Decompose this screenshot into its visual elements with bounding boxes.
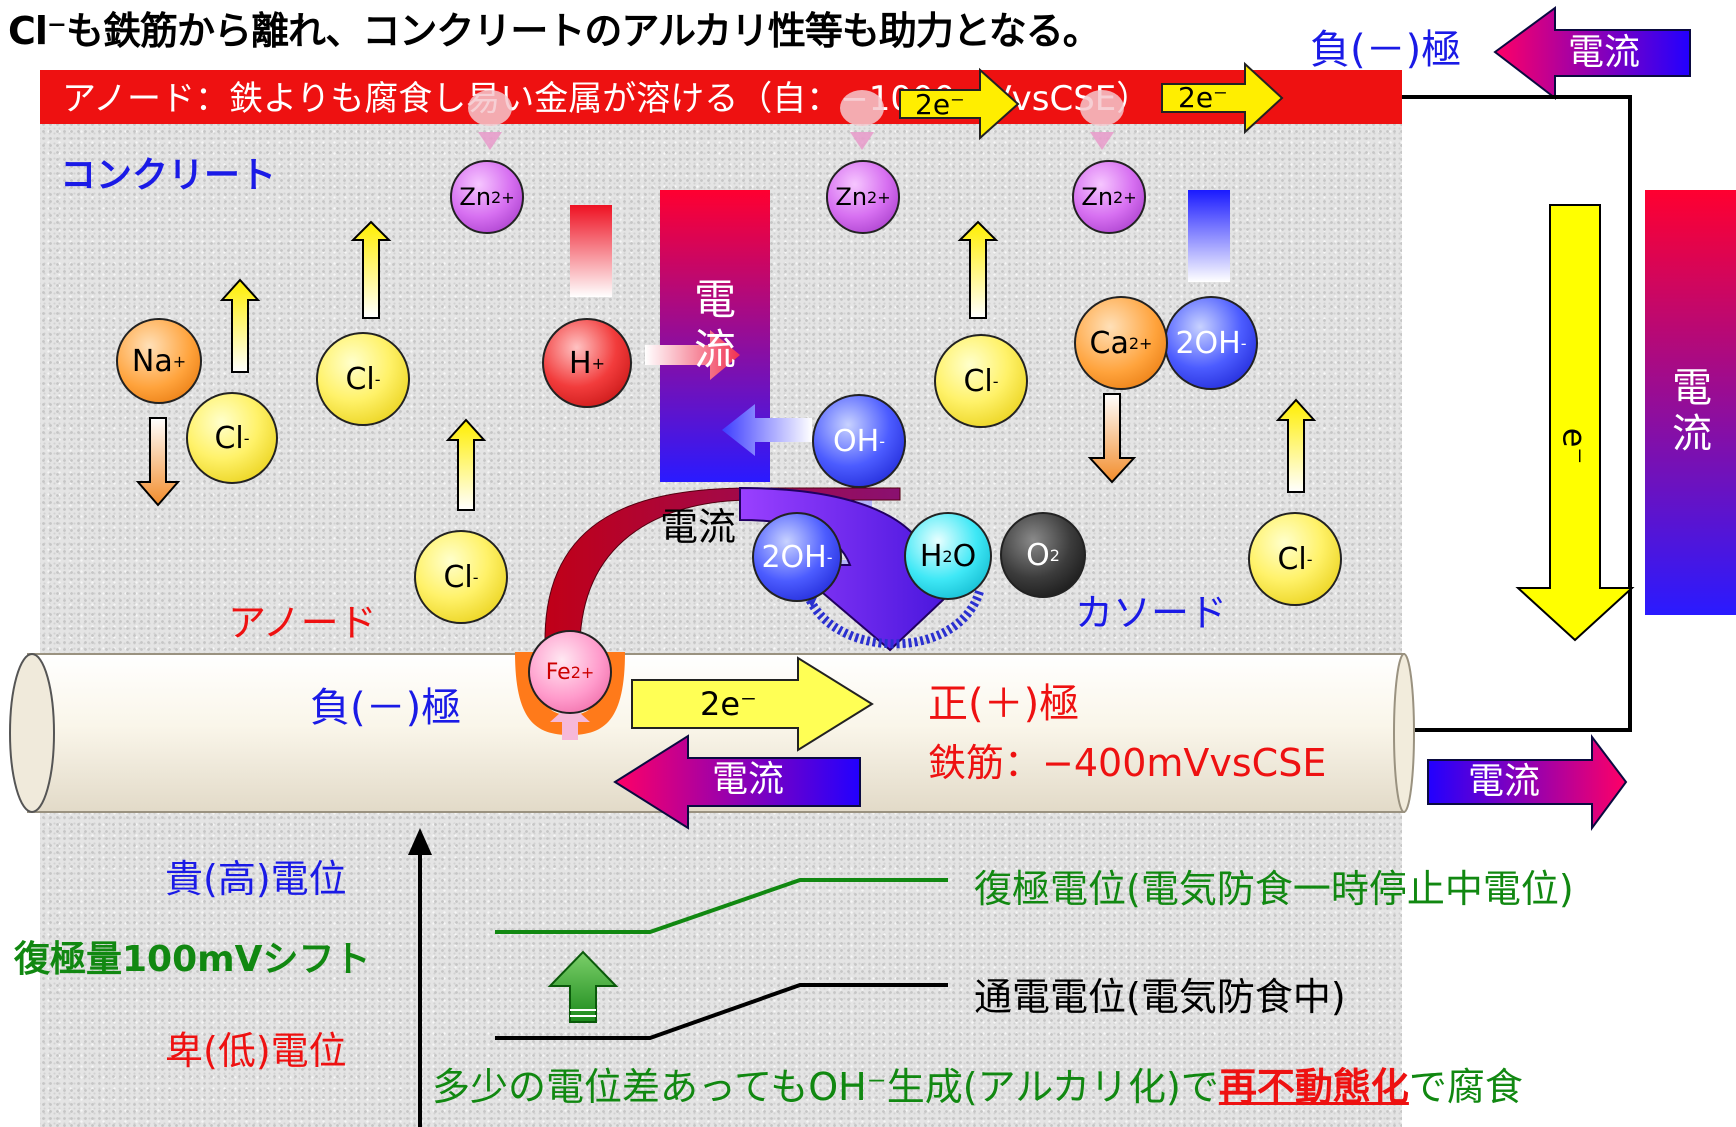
anode-label: アノード: [228, 601, 377, 645]
current-arrow-rebar: [613, 734, 861, 830]
cathode-label: カソード: [1075, 591, 1228, 635]
electron-label-rebar: 2e⁻: [700, 685, 757, 723]
bottom-note-suffix: で腐食: [1408, 1065, 1523, 1109]
depolarized-potential-label: 復極電位(電気防食一時停止中電位): [974, 867, 1574, 911]
down-arrows: [135, 393, 1137, 507]
cl-up-arrows: [219, 220, 1317, 511]
oh2-ion-top: 2OH-: [1164, 296, 1258, 390]
oh-left-arrow: [722, 404, 812, 456]
electron-arrow-rebar: [631, 656, 874, 752]
shift-label: 復極量100mVシフト: [14, 939, 371, 980]
current-label-center: 電流: [693, 275, 736, 375]
top-note: Cl⁻も鉄筋から離れ、コンクリートのアルカリ性等も助力となる。: [8, 9, 1101, 53]
na-ion: Na+: [116, 318, 202, 404]
current-label-rebar: 電流: [712, 759, 785, 800]
base-potential-label: 卑(低)電位: [165, 1029, 347, 1073]
depolarized-line: [495, 878, 948, 934]
electron-arrow-down: [1515, 204, 1635, 642]
rebar-negative-label: 負(－)極: [310, 685, 462, 731]
current-arrow-outside: [1427, 734, 1628, 832]
cl-ion-2: Cl-: [316, 332, 410, 426]
shift-up-arrow: [547, 950, 619, 1023]
bottom-note: 多少の電位差あってもOH⁻生成(アルカリ化)で再不動態化で腐食: [432, 1068, 1523, 1106]
bottom-note-emphasis: 再不動態化: [1218, 1065, 1409, 1109]
noble-potential-label: 貴(高)電位: [165, 857, 347, 901]
negative-pole-top: 負(－)極: [1310, 27, 1462, 73]
bottom-note-prefix: 多少の電位差あってもOH⁻生成(アルカリ化)で: [432, 1065, 1219, 1109]
cl-ion-3: Cl-: [414, 530, 508, 624]
electron-arrow-top-1: [899, 67, 1020, 141]
potential-axis-arrowhead: [408, 828, 432, 855]
oh-gradient-bar: [1188, 190, 1230, 282]
current-label-outside: 電流: [1468, 761, 1541, 802]
on-potential-line: [495, 983, 948, 1040]
oh-loop-arrow: [805, 588, 985, 649]
external-wire: [1402, 95, 1632, 732]
oh-ion: OH-: [812, 394, 906, 488]
electron-arrow-top-2: [1161, 61, 1284, 135]
cl-ion-4: Cl-: [934, 334, 1028, 428]
h-gradient-bar: [570, 205, 612, 297]
electron-label-vertical: e⁻: [1555, 427, 1594, 465]
electron-label-top-1: 2e⁻: [915, 88, 965, 121]
current-label-right: 電流: [1672, 365, 1712, 457]
current-label-top-right: 電流: [1568, 32, 1641, 73]
on-potential-label: 通電電位(電気防食中): [974, 975, 1346, 1019]
current-label-arc: 電流: [660, 505, 737, 549]
cl-ion-5: Cl-: [1248, 512, 1342, 606]
oh2-ion-bottom: 2OH-: [752, 512, 842, 602]
h-ion: H+: [542, 318, 632, 408]
rebar-positive-label: 正(＋)極: [928, 681, 1080, 727]
electron-label-top-2: 2e⁻: [1178, 81, 1228, 114]
concrete-label: コンクリート: [60, 155, 277, 196]
current-bar-right: [1645, 190, 1736, 615]
h-right-arrow: [645, 330, 740, 380]
zn-release-arrows: [468, 90, 1124, 150]
current-arrow-top-right: [1493, 6, 1691, 101]
corrosion-pit: [515, 652, 625, 735]
rebar-potential-label: 鉄筋：−400mVvsCSE: [928, 741, 1327, 785]
current-arc: [544, 487, 901, 641]
cl-ion-1: Cl-: [186, 392, 278, 484]
